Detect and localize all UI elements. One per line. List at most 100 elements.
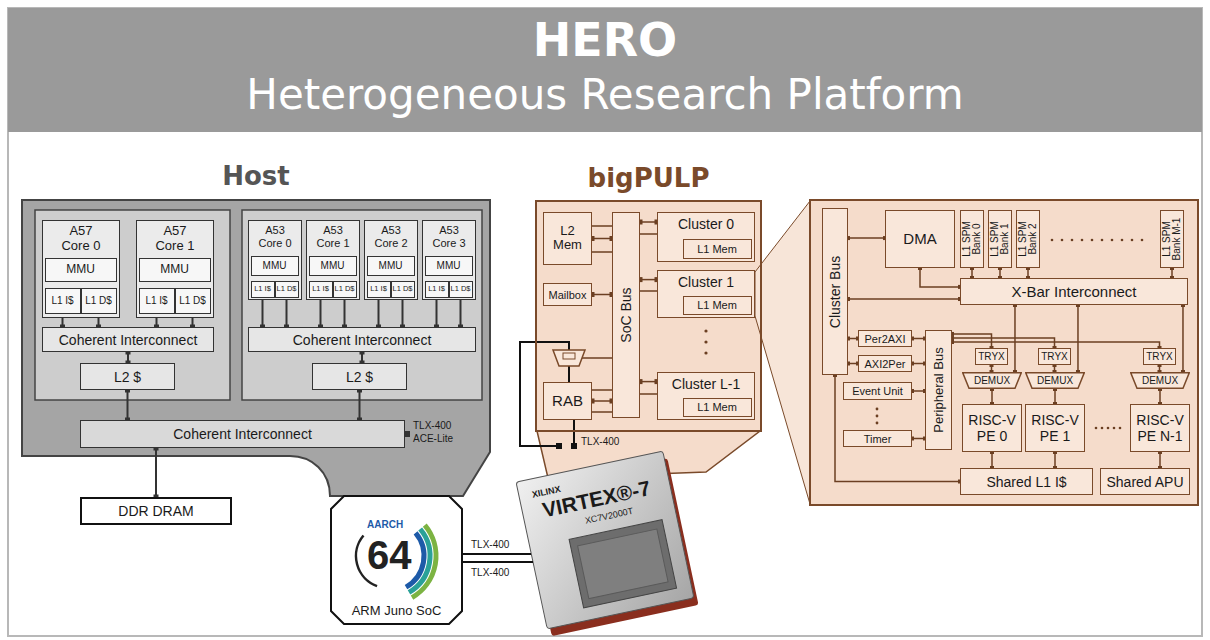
- box-label: L1 I$: [312, 285, 329, 294]
- box-label: A53 Core 1: [312, 224, 354, 249]
- wire-group: [125, 388, 130, 423]
- cache-box: L1 I$: [139, 288, 175, 314]
- link-wire: [463, 554, 533, 562]
- box-label: L1 D$: [179, 295, 206, 307]
- box-label: Cluster Bus: [827, 255, 843, 327]
- cache-box: L1 D$: [333, 281, 357, 298]
- memory-box: L1 Mem: [683, 296, 752, 315]
- ellipsis-dot: [1101, 427, 1104, 430]
- wire-group: [1181, 303, 1185, 374]
- wire: [568, 366, 570, 382]
- bus-bar: Peripheral Bus: [925, 330, 952, 450]
- box-label: RISC-V PE 1: [1027, 412, 1083, 444]
- wire-group: [154, 446, 159, 500]
- cpu-core: A53 Core 3 MMU L1 I$L1 D$: [422, 220, 476, 300]
- panel-heading: bigPULP: [588, 164, 710, 194]
- wire-group: [357, 388, 362, 423]
- cache-box: L1 I$: [309, 281, 333, 298]
- panel-fill: [535, 200, 762, 432]
- memory-bank: L1 SPM Bank 1: [988, 210, 1012, 268]
- wire: [1014, 305, 1016, 372]
- bus-protocol: ACE-Lite: [413, 433, 453, 445]
- demux-outline: [1131, 373, 1190, 389]
- cpu-core: A53 Core 1 MMU L1 I$ L1 D$: [306, 220, 360, 300]
- bridge-box: AXI2Per: [858, 355, 912, 372]
- box-label: RISC-V PE N-1: [1132, 412, 1188, 444]
- host-panel: HostA57 Core 0MMUL1 I$L1 D$A57 Core 1MMU…: [22, 200, 490, 448]
- box-label: MMU: [321, 260, 345, 272]
- wire: [1077, 305, 1079, 372]
- bus-bar: SoC Bus: [612, 212, 640, 418]
- box-label: DEMUX: [1037, 375, 1073, 387]
- wire-group: [590, 399, 615, 404]
- cache-box: L1 D$: [449, 281, 473, 298]
- box-label: ARM Juno SoC: [352, 604, 442, 619]
- box-label: Coherent Interconnect: [293, 331, 432, 347]
- box-label: L1 D$: [392, 285, 412, 294]
- cache-box: L1 I$: [425, 281, 449, 298]
- cluster-box: Cluster 0L1 Mem: [657, 212, 755, 262]
- box-label: L1 Mem: [697, 299, 737, 312]
- wire: [952, 334, 992, 348]
- box-label: DEMUX: [1142, 375, 1178, 387]
- cpu-core: A57 Core 1MMUL1 I$L1 D$: [136, 220, 214, 318]
- box-label: A57 Core 0: [56, 224, 106, 254]
- wire: [848, 298, 960, 300]
- box-label: Per2AXI: [865, 332, 906, 345]
- wire-group: [1013, 303, 1017, 374]
- wire-group: [1158, 450, 1162, 470]
- box-label: Peripheral Bus: [931, 347, 946, 432]
- box-label: Cluster 0: [678, 216, 734, 232]
- ellipsis-dot: [1141, 239, 1144, 242]
- cpu-core: A53 Core 0MMUL1 I$L1 D$: [248, 220, 302, 300]
- wire-group: [846, 236, 887, 240]
- wire: [991, 389, 993, 404]
- wire: [460, 298, 462, 328]
- interconnect-bar: Coherent Interconnect: [80, 420, 405, 448]
- ellipsis-dot: [1081, 239, 1084, 242]
- zoom-band: [755, 201, 810, 504]
- wire: [359, 390, 361, 420]
- wire-group: [284, 295, 289, 330]
- box-label: MMU: [437, 260, 461, 272]
- cache-box: L1 I$: [251, 281, 275, 298]
- box-label: Coherent Interconnect: [173, 426, 312, 442]
- wire: [402, 298, 404, 328]
- fpga-panel: bigPULPL2 MemMailboxRABSoC BusCluster 0L…: [535, 200, 762, 432]
- wire-group: [342, 295, 347, 330]
- wire: [1054, 389, 1056, 404]
- chip-die: [569, 520, 676, 608]
- interconnect-bar: Coherent Interconnect: [42, 327, 214, 352]
- memory-bank: L1 SPM Bank M-1: [1160, 210, 1184, 268]
- wire: [1159, 389, 1161, 404]
- bridge-box: Per2AXI: [858, 330, 912, 347]
- ellipsis-dot: [876, 422, 879, 425]
- wire: [640, 279, 657, 281]
- rab-box: RAB: [543, 382, 592, 420]
- ellipsis-dot: [876, 408, 879, 411]
- wire: [991, 452, 993, 468]
- wire: [436, 298, 438, 328]
- box-label: MMU: [160, 263, 189, 277]
- wire: [378, 298, 380, 328]
- wire-group: [918, 266, 962, 289]
- wire: [1159, 452, 1161, 468]
- box-label: A53 Core 3: [428, 224, 470, 249]
- tryx-box: TRYX: [1143, 348, 1176, 365]
- box-label: DMA: [903, 230, 936, 247]
- box-label: L1 SPM Bank 0: [962, 213, 982, 265]
- mux-symbol: [563, 353, 575, 359]
- box-label: L1 D$: [334, 285, 354, 294]
- box-label: L2 $: [346, 368, 373, 384]
- mailbox-box: Mailbox: [543, 283, 592, 306]
- box-label: A53 Core 0: [254, 224, 296, 249]
- cache-box: L2 $: [80, 363, 175, 390]
- ellipsis-dot: [704, 340, 707, 343]
- ellipsis-dot: [1071, 239, 1074, 242]
- wire: [1182, 305, 1184, 372]
- apu-box: Shared APU: [1100, 468, 1190, 495]
- badge-outline: [331, 496, 462, 624]
- wire: [582, 357, 612, 359]
- wire: [1054, 452, 1056, 468]
- page-frame: [8, 8, 1202, 636]
